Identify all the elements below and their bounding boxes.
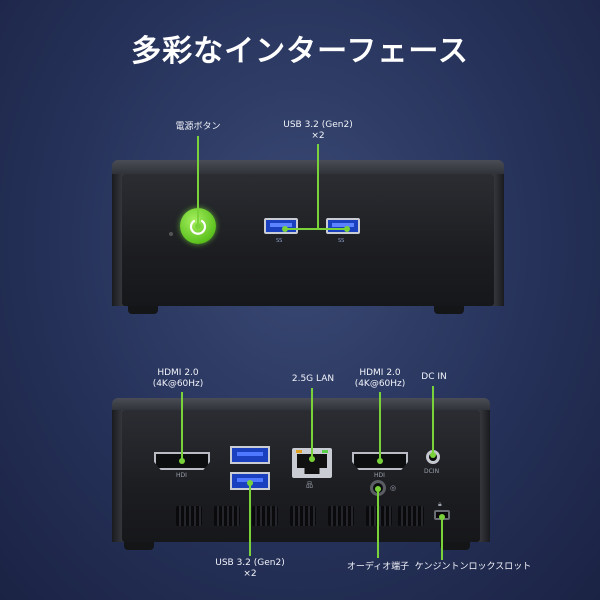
hdmi1-callout-line [181,392,183,462]
lan-label: 2.5G LAN [291,374,335,384]
power-callout-dot [195,223,201,229]
lock-label: ケンジントンロックスロット [414,562,532,572]
hdmi1-label: HDMI 2.0 (4K@60Hz) [150,368,206,390]
page-title: 多彩なインターフェース [131,34,469,69]
front-foot-left [128,306,158,314]
back-usb-port-1[interactable] [230,446,270,464]
front-usb-port-1[interactable] [264,218,298,234]
hdmi2-label-line2: (4K@60Hz) [354,379,406,389]
dc-in-mark: DCIN [424,468,440,475]
front-device-face [122,174,494,306]
hdmi2-label: HDMI 2.0 (4K@60Hz) [352,368,408,390]
power-button-label: 電源ボタン [175,122,221,132]
back-usb-label-line2: ×2 [243,569,257,579]
back-usb-label-line1: USB 3.2 (Gen2) [215,558,285,568]
front-usb-port-2[interactable] [326,218,360,234]
headphone-icon: ◎ [390,484,397,492]
audio-callout-dot [375,486,381,492]
audio-label: オーディオ端子 [346,562,410,572]
vent-slot [290,506,316,526]
hdmi1-callout-dot [179,458,185,464]
dc-in-callout-dot [430,452,436,458]
vent-slot [398,506,424,526]
front-device-top [112,160,504,176]
front-usb-label-line1: USB 3.2 (Gen2) [283,120,353,130]
hdmi2-callout-line [379,392,381,462]
usb-ss-icon: SS [338,238,345,244]
back-device-left-edge [112,410,124,542]
lan-callout-dot [309,456,315,462]
front-usb-dot-1 [282,226,288,232]
front-device-left-edge [112,174,124,306]
back-foot-right [440,542,470,550]
vent-slot [252,506,278,526]
hdmi-icon: HDI [374,472,385,479]
front-led-indicator [169,232,173,236]
vent-slot [328,506,354,526]
hdmi1-label-line1: HDMI 2.0 [157,368,199,378]
usb-ss-icon: SS [276,238,283,244]
dc-in-label: DC IN [421,372,447,382]
back-device-top [112,398,490,412]
front-usb-label-line2: ×2 [311,131,325,141]
back-device-right-edge [478,410,490,542]
vent-slot [176,506,202,526]
lan-callout-line [311,388,313,460]
network-icon: 品 [306,481,313,489]
dc-in-callout-line [432,386,434,456]
front-device-right-edge [492,174,504,306]
hdmi1-label-line2: (4K@60Hz) [152,379,204,389]
lock-icon: 🔒︎ [438,500,442,508]
lock-callout-dot [439,514,445,520]
front-foot-right [434,306,464,314]
back-usb-callout-line [249,484,251,556]
audio-callout-line [377,490,379,558]
vent-slot [214,506,240,526]
front-usb-callout-bar [284,228,348,230]
front-usb-label: USB 3.2 (Gen2) ×2 [276,120,360,142]
back-usb-callout-dot [247,480,253,486]
back-usb-label: USB 3.2 (Gen2) ×2 [208,558,292,580]
front-usb-dot-2 [344,226,350,232]
hdmi-icon: HDI [176,472,187,479]
lock-callout-line [441,518,443,560]
back-foot-left [124,542,154,550]
hdmi2-label-line1: HDMI 2.0 [359,368,401,378]
hdmi2-callout-dot [377,458,383,464]
vent-slot [366,506,392,526]
front-usb-callout-line [317,144,319,230]
power-callout-line [197,136,199,224]
